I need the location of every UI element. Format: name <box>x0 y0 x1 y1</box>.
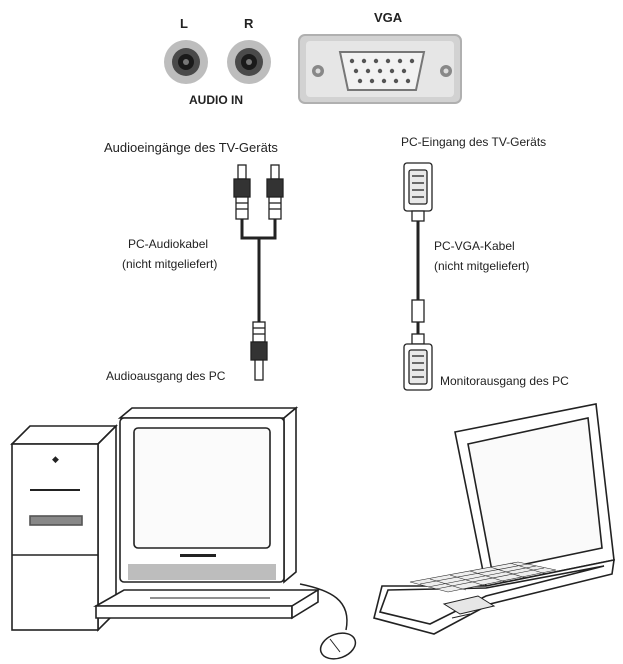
svg-text:◆: ◆ <box>52 455 59 465</box>
keyboard-illustration <box>92 588 321 620</box>
pc-audio-output-label: Audioausgang des PC <box>106 369 226 383</box>
audio-cable <box>233 164 284 381</box>
tv-pc-input-label: PC-Eingang des TV-Geräts <box>401 135 546 149</box>
vga-cable <box>403 162 433 391</box>
mouse-illustration <box>299 583 357 660</box>
vga-port <box>298 34 462 104</box>
vga-label: VGA <box>374 10 403 25</box>
pc-tower-illustration: ◆ <box>10 424 118 632</box>
tv-audio-inputs-label: Audioeingänge des TV-Geräts <box>104 140 278 155</box>
pc-audio-cable-note: (nicht mitgeliefert) <box>122 257 217 271</box>
audio-left-label: L <box>180 16 188 31</box>
audio-right-jack <box>227 40 271 84</box>
laptop-illustration <box>373 403 615 635</box>
pc-audio-cable-label: PC-Audiokabel <box>128 237 208 251</box>
pc-monitor-output-label: Monitorausgang des PC <box>440 374 569 388</box>
monitor-illustration <box>117 406 299 584</box>
pc-vga-cable-label: PC-VGA-Kabel <box>434 239 515 253</box>
audio-right-label: R <box>244 16 254 31</box>
tv-connector-panel: L R AUDIO IN VGA <box>164 10 462 107</box>
audio-in-label: AUDIO IN <box>189 93 243 107</box>
pc-vga-cable-note: (nicht mitgeliefert) <box>434 259 529 273</box>
audio-left-jack <box>164 40 208 84</box>
